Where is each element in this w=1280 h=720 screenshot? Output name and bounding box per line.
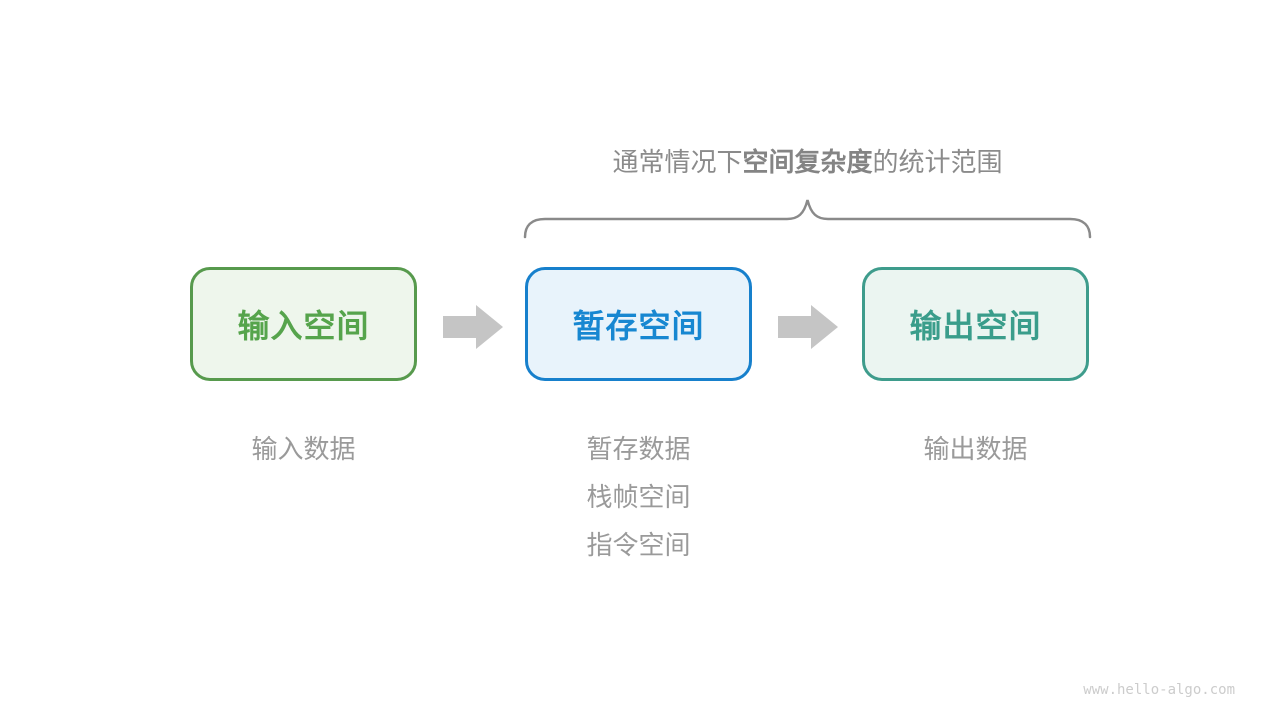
input-space-sublabels: 输入数据 [190,425,417,473]
title-suffix: 的统计范围 [872,147,1003,177]
output-space-sublabels: 输出数据 [862,425,1089,473]
box-output-space-label: 输出空间 [909,308,1042,344]
sublabel-output-data: 输出数据 [923,434,1028,464]
temporary-space-sublabels: 暂存数据 栈帧空间 指令空间 [525,425,752,569]
sublabel-stack-frame-space: 栈帧空间 [586,482,691,512]
box-input-space-label: 输入空间 [237,308,370,344]
watermark-url: www.hello-algo.com [1083,682,1235,698]
box-temporary-space-label: 暂存空间 [572,308,705,344]
box-temporary-space: 暂存空间 [525,267,752,381]
box-output-space: 输出空间 [862,267,1089,381]
sublabel-instruction-space: 指令空间 [586,530,691,560]
diagram-title: 通常情况下空间复杂度的统计范围 [455,146,1160,178]
title-prefix: 通常情况下 [612,147,743,177]
sublabel-temp-data: 暂存数据 [586,434,691,464]
curly-brace [523,199,1092,239]
sublabel-input-data: 输入数据 [251,434,356,464]
box-input-space: 输入空间 [190,267,417,381]
right-arrow-icon [778,305,838,349]
right-arrow-icon [443,305,503,349]
title-bold-term: 空间复杂度 [742,147,873,177]
